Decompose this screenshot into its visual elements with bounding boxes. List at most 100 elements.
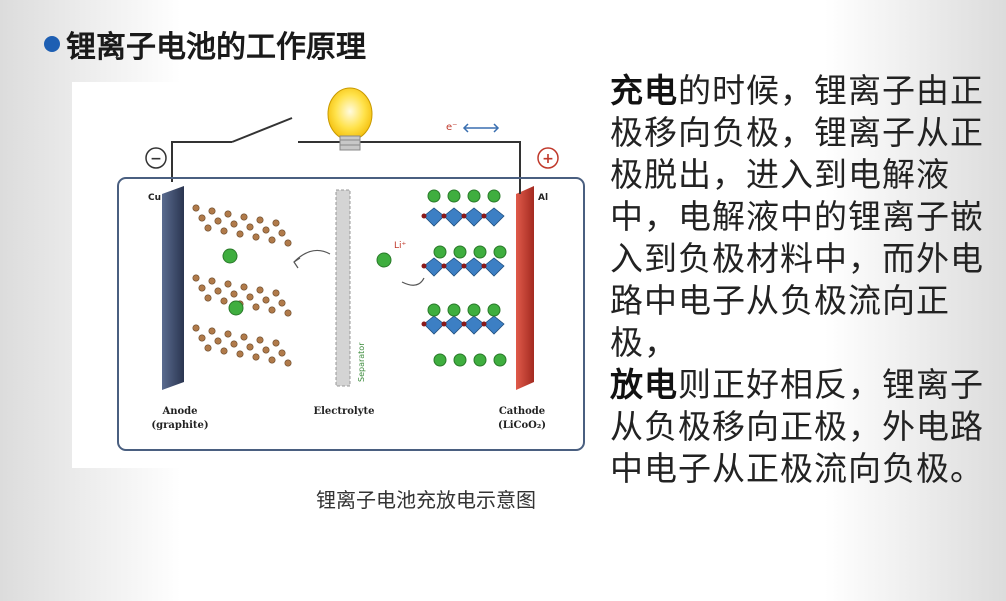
coo6-octahedron	[463, 257, 485, 277]
oxygen-atom	[441, 263, 447, 269]
positive-sign: +	[542, 151, 554, 167]
graphite-atom	[224, 210, 232, 218]
discharge-paragraph: 放电则正好相反，锂离子从负极移向正极，外电路中电子从正极流向负极。	[610, 364, 990, 490]
bullet-icon	[44, 36, 60, 52]
graphite-atom	[224, 280, 232, 288]
graphite-atom	[246, 343, 254, 351]
cathode-plate: Al	[516, 182, 548, 390]
graphite-atom	[284, 239, 292, 247]
separator-label: Separator	[357, 342, 366, 382]
graphite-atom	[268, 356, 276, 364]
oxygen-atom	[481, 263, 487, 269]
oxygen-atom	[421, 213, 427, 219]
anode-sub-label: (graphite)	[151, 420, 208, 431]
graphite-atom	[268, 306, 276, 314]
separator: Separator	[335, 189, 366, 387]
cathode-li-ion	[493, 353, 507, 367]
li-ion-migration: Li⁺	[293, 241, 425, 286]
graphite-atom	[208, 327, 216, 335]
discharge-term: 放电	[610, 365, 678, 404]
graphite-atom	[252, 303, 260, 311]
graphite-atom	[268, 236, 276, 244]
graphite-atom	[214, 287, 222, 295]
graphite-atom	[240, 333, 248, 341]
graphite-atom	[240, 213, 248, 221]
cathode-li-ion	[433, 353, 447, 367]
graphite-atom	[192, 204, 200, 212]
graphite-atom	[252, 353, 260, 361]
oxygen-atom	[441, 213, 447, 219]
graphite-atom	[220, 297, 228, 305]
coo6-octahedron	[443, 207, 465, 227]
graphite-atom	[220, 347, 228, 355]
coo6-octahedron	[443, 315, 465, 335]
cathode-li-ion	[453, 353, 467, 367]
coo6-octahedron	[463, 315, 485, 335]
graphite-atom	[230, 340, 238, 348]
cathode-li-ion	[427, 303, 441, 317]
cathode-li-ion	[427, 189, 441, 203]
graphite-atom	[262, 226, 270, 234]
external-circuit	[171, 117, 521, 182]
graphite-atom	[192, 274, 200, 282]
graphite-atom	[278, 349, 286, 357]
migration-arrow-icon	[293, 249, 331, 263]
charge-term: 充电	[610, 71, 678, 110]
oxygen-atom	[461, 321, 467, 327]
cathode-li-ion	[447, 303, 461, 317]
anode-plate: Cu	[148, 186, 184, 390]
electron-label: e⁻	[446, 122, 457, 133]
oxygen-atom	[481, 213, 487, 219]
battery-diagram-svg: e⁻ − + Cu Al Separator	[117, 87, 585, 451]
al-label: Al	[538, 193, 548, 203]
electrolyte-label: Electrolyte	[313, 406, 374, 417]
oxygen-atom	[421, 263, 427, 269]
graphite-atom	[198, 214, 206, 222]
cathode-li-ion	[467, 189, 481, 203]
li-ion-icon	[376, 252, 392, 268]
oxygen-atom	[481, 321, 487, 327]
cathode-li-ion	[487, 189, 501, 203]
electrode-labels: Anode (graphite) Electrolyte Cathode (Li…	[151, 406, 546, 431]
graphite-atom	[204, 344, 212, 352]
graphite-atom	[198, 284, 206, 292]
graphite-atom	[204, 224, 212, 232]
graphite-atom	[262, 296, 270, 304]
lightbulb-icon	[327, 87, 373, 151]
oxygen-atom	[421, 321, 427, 327]
anode-li-ion	[228, 300, 244, 316]
switch-icon	[231, 117, 293, 143]
graphite-atom	[256, 336, 264, 344]
cathode-li-ion	[453, 245, 467, 259]
cathode-li-ion	[473, 245, 487, 259]
diagram-caption: 锂离子电池充放电示意图	[316, 488, 536, 512]
cathode-sub-label: (LiCoO₂)	[498, 420, 546, 431]
cathode-label: Cathode	[499, 406, 545, 417]
explanation-text: 充电的时候，锂离子由正极移向负极，锂离子从正极脱出，进入到电解液中，电解液中的锂…	[610, 70, 990, 490]
graphite-atom	[230, 220, 238, 228]
cathode-li-ion	[447, 189, 461, 203]
coo6-octahedron	[423, 207, 445, 227]
title-text: 锂离子电池的工作原理	[66, 30, 366, 65]
slide-title: 锂离子电池的工作原理	[44, 22, 366, 66]
cu-label: Cu	[148, 193, 161, 203]
graphite-atom	[240, 283, 248, 291]
discharge-description: 则正好相反，锂离子从负极移向正极，外电路中电子从正极流向负极。	[610, 365, 984, 488]
cathode-li-ion	[473, 353, 487, 367]
positive-terminal: +	[537, 147, 559, 169]
cell-container	[117, 177, 585, 451]
anode-li-ion	[222, 248, 238, 264]
licoo2-layers	[421, 189, 507, 367]
cathode-li-ion	[487, 303, 501, 317]
graphite-atom	[246, 293, 254, 301]
graphite-atom	[204, 294, 212, 302]
cathode-li-ion	[467, 303, 481, 317]
graphite-atom	[272, 219, 280, 227]
battery-diagram: e⁻ − + Cu Al Separator	[72, 82, 590, 468]
graphite-atom	[198, 334, 206, 342]
coo6-octahedron	[483, 257, 505, 277]
coo6-octahedron	[483, 207, 505, 227]
graphite-atom	[272, 289, 280, 297]
graphite-atom	[272, 339, 280, 347]
coo6-octahedron	[463, 207, 485, 227]
